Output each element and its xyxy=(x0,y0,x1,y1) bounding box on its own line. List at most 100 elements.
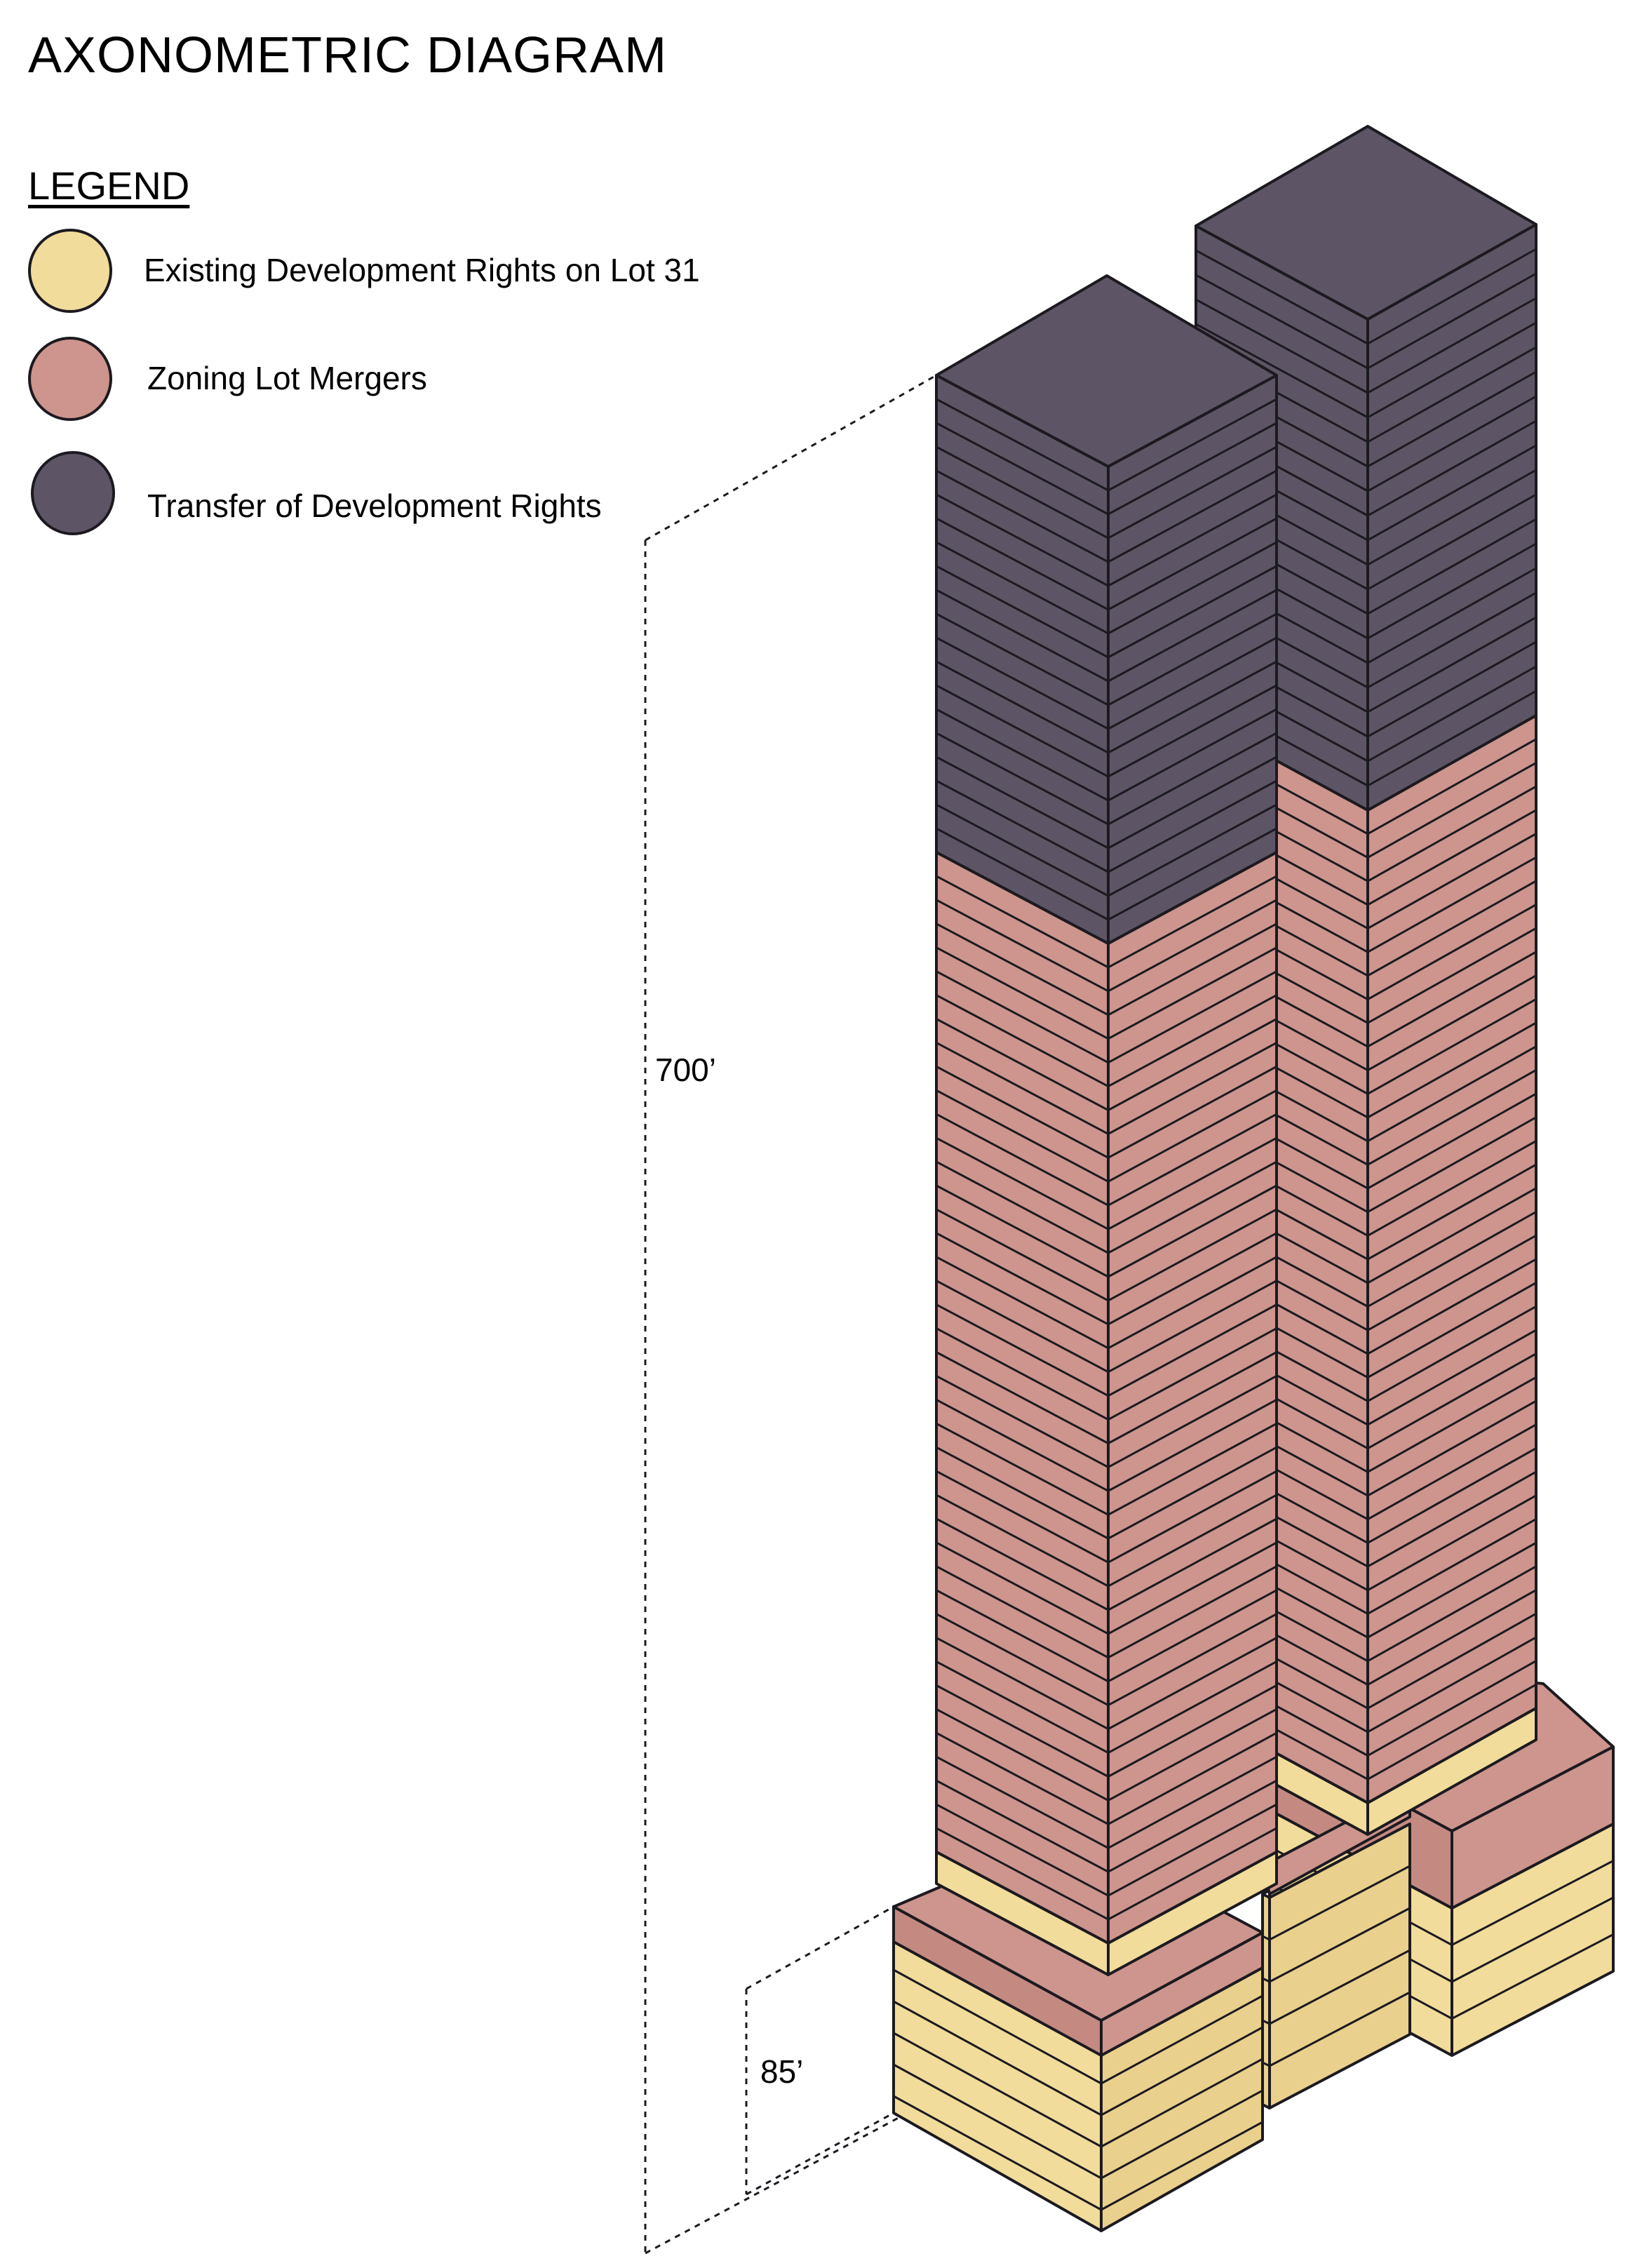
tower-front-band-2-floor-line xyxy=(936,1375,1109,1468)
tower-front-band-1-floor-line xyxy=(1108,684,1277,778)
tower-rear-band-2-floor-line xyxy=(1367,1140,1537,1237)
tower-front-band-2-floor-line xyxy=(1108,1256,1277,1350)
tower-front-band-1-floor-line xyxy=(1108,517,1277,611)
tower-rear-band-1-floor-line xyxy=(1195,249,1368,345)
tower-rear-band-2-floor-line xyxy=(1367,1187,1537,1284)
legend-label-zoning-lot-mergers: Zoning Lot Mergers xyxy=(147,360,427,396)
tower-height-label: 700’ xyxy=(655,1052,716,1088)
tower-rear-band-2-floor-line xyxy=(1367,1565,1537,1663)
podium-front-floor-line xyxy=(1101,2058,1263,2148)
tower-front-band-1-floor-line xyxy=(936,517,1109,611)
tower-front-band-2-floor-line xyxy=(1108,1541,1277,1635)
tower-front-band-2-floor-line xyxy=(936,1042,1109,1135)
tower-front-band-2-floor-line xyxy=(936,899,1109,993)
tower-front-band-2-floor-line xyxy=(1108,1517,1277,1611)
tower-rear-band-1-floor-line xyxy=(1367,346,1537,443)
tower-rear-band-1-floor-line xyxy=(1367,591,1537,689)
tower-front-band-2-floor-line xyxy=(1108,1827,1277,1921)
tower-rear-band-1-floor-line xyxy=(1367,395,1537,492)
podium-connector-floor-line xyxy=(1269,1949,1411,2025)
tower-rear-band-2-floor-line xyxy=(1367,1282,1537,1378)
podium-rear-wing-base-floor-line xyxy=(1451,1933,1614,2020)
podium-connector-floor-line xyxy=(1269,1907,1411,1983)
tower-rear-band-2-floor-line xyxy=(1367,1494,1537,1592)
tower-front-band-2-floor-line xyxy=(1108,922,1277,1016)
tower-front-band-1-floor-line xyxy=(1108,398,1277,492)
tower-front-band-2-floor-line xyxy=(1108,1422,1277,1516)
tower-front-band-2-floor-line xyxy=(936,1327,1109,1421)
tower-front-band-2-floor-line xyxy=(936,1399,1109,1492)
tower-front-band-2-floor-line xyxy=(936,1589,1109,1683)
tower-front-band-2-floor-line xyxy=(1108,1066,1277,1159)
tower-front-band-2-floor-line xyxy=(936,1755,1109,1849)
tower-front-band-2-floor-line xyxy=(1108,1660,1277,1754)
tower-front-band-2-floor-line xyxy=(936,1779,1109,1873)
tower-front-band-1-floor-line xyxy=(936,708,1109,802)
tower-front-band-1-floor-line xyxy=(936,827,1109,921)
tower-front-band-2-floor-line xyxy=(1108,1089,1277,1183)
podium-front-floor-line xyxy=(893,2095,1102,2211)
tower-rear-band-2-floor-line xyxy=(1367,1069,1537,1166)
tower-front-band-2-floor-line xyxy=(1108,1042,1277,1135)
tower-front-band-2-floor-line xyxy=(936,922,1109,1016)
tower-front-band-2-floor-line xyxy=(936,1089,1109,1183)
tower-rear-band-1-floor-line xyxy=(1367,690,1537,787)
tower-rear-band-1-floor-line xyxy=(1367,469,1537,566)
tower-rear-band-2-floor-line xyxy=(1367,1021,1537,1119)
tower-front-band-1-floor-line xyxy=(936,660,1109,754)
tower-rear-band-2-floor-line xyxy=(1367,1423,1537,1521)
tower-front-band-2-floor-line xyxy=(1108,1208,1277,1302)
tower-rear-roof xyxy=(1195,125,1537,321)
tower-front-band-2-floor-line xyxy=(936,1256,1109,1350)
tower-front-band-2-floor-line xyxy=(936,1494,1109,1588)
tower-front-band-2-floor-line xyxy=(1108,1327,1277,1421)
legend-swatch-existing-rights xyxy=(28,229,112,313)
podium-dimension-top-leader xyxy=(746,1905,894,1990)
tower-front-band-3-right-face xyxy=(1107,1851,1278,1976)
tower-rear-band-2-floor-line xyxy=(1367,809,1537,906)
tower-front-band-2-floor-line xyxy=(1108,1136,1277,1230)
tower-front-band-2-floor-line xyxy=(936,1280,1109,1374)
tower-front-band-1-floor-line xyxy=(936,398,1109,492)
tower-front-band-2-floor-line xyxy=(936,1637,1109,1730)
tower-front-band-1-floor-line xyxy=(1108,708,1277,802)
tower-front-band-2-floor-line xyxy=(1108,1755,1277,1849)
tower-front-band-2-floor-line xyxy=(1108,1684,1277,1778)
tower-front-band-2-floor-line xyxy=(1108,1613,1277,1707)
tower-front-band-2-floor-line xyxy=(1108,994,1277,1087)
tower-front-band-2-floor-line xyxy=(1108,1018,1277,1111)
tower-rear-band-2-floor-line xyxy=(1367,1305,1537,1402)
tower-rear-band-2-floor-line xyxy=(1367,1684,1537,1780)
tower-front-band-2-floor-line xyxy=(1108,1399,1277,1492)
tower-front-band-2-floor-line xyxy=(936,1113,1109,1207)
tower-front-band-1-floor-line xyxy=(936,803,1109,897)
tower-front-band-2-floor-line xyxy=(1108,1160,1277,1254)
legend-label-existing-rights: Existing Development Rights on Lot 31 xyxy=(144,252,700,288)
tower-front-band-1-floor-line xyxy=(1108,827,1277,921)
tower-rear-band-2-floor-line xyxy=(1367,1660,1537,1757)
tower-front-band-2-floor-line xyxy=(1108,1494,1277,1588)
tower-front-band-1-floor-line xyxy=(1108,612,1277,706)
tower-rear-band-1-floor-line xyxy=(1367,420,1537,517)
tower-front-band-2-floor-line xyxy=(1108,1589,1277,1683)
tower-rear-band-1-floor-line xyxy=(1367,272,1537,370)
tower-front-band-1-floor-line xyxy=(1108,565,1277,659)
tower-front-band-2-floor-line xyxy=(1108,1708,1277,1801)
tower-rear-band-2-floor-line xyxy=(1367,998,1537,1095)
legend-title: LEGEND xyxy=(28,163,190,208)
tower-front-band-1-floor-line xyxy=(936,732,1109,826)
tower-rear-band-2-floor-line xyxy=(1367,1470,1537,1568)
tower-front-band-2-floor-line xyxy=(1108,1470,1277,1564)
tower-front-band-2-floor-line xyxy=(936,1803,1109,1897)
tower-rear-band-1-floor-line xyxy=(1195,323,1368,419)
tower-front-band-2-floor-line xyxy=(1108,1232,1277,1326)
tower-rear-band-2-floor-line xyxy=(1367,1329,1537,1426)
podium-front-floor-line xyxy=(1101,2089,1263,2180)
tower-rear-band-1-floor-line xyxy=(1367,321,1537,419)
tower-dimension-bottom-leader xyxy=(645,2096,937,2255)
tower-rear-band-2-floor-line xyxy=(1367,1636,1537,1733)
tower-front-band-2-floor-line xyxy=(936,1422,1109,1516)
tower-front-band-2-floor-line xyxy=(936,970,1109,1063)
tower-front-band-1-floor-line xyxy=(936,422,1109,516)
tower-rear-band-2-floor-line xyxy=(1367,1163,1537,1261)
